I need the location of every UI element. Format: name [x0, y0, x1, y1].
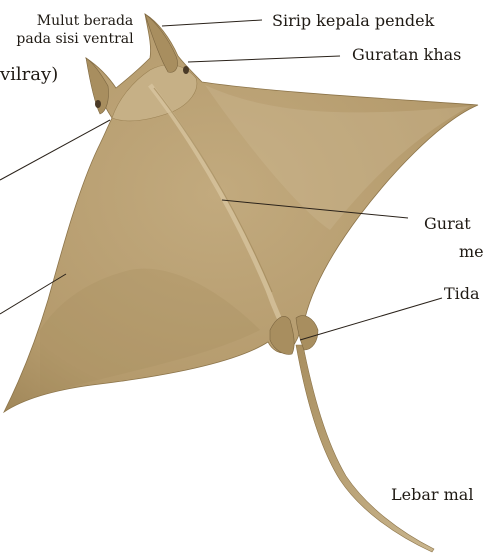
- label-mouth-line1: Mulut berada: [25, 14, 145, 28]
- tail: [296, 345, 434, 552]
- leader-groove: [188, 56, 340, 62]
- label-cephalic-fin: Sirip kepala pendek: [272, 13, 434, 29]
- label-distinct-groove: Guratan khas: [352, 47, 461, 63]
- label-gurat-line2: me: [459, 244, 483, 260]
- left-eye: [95, 100, 101, 108]
- label-mouth-line2: pada sisi ventral: [1, 32, 149, 46]
- label-lebar: Lebar mal: [391, 487, 473, 503]
- label-name-fragment: vilray): [0, 66, 58, 84]
- leader-tida: [300, 298, 442, 340]
- label-gurat-line1: Gurat: [424, 216, 471, 232]
- leader-cephalic-fin: [162, 20, 262, 26]
- label-tida: Tida: [444, 286, 480, 302]
- right-eye: [183, 66, 189, 74]
